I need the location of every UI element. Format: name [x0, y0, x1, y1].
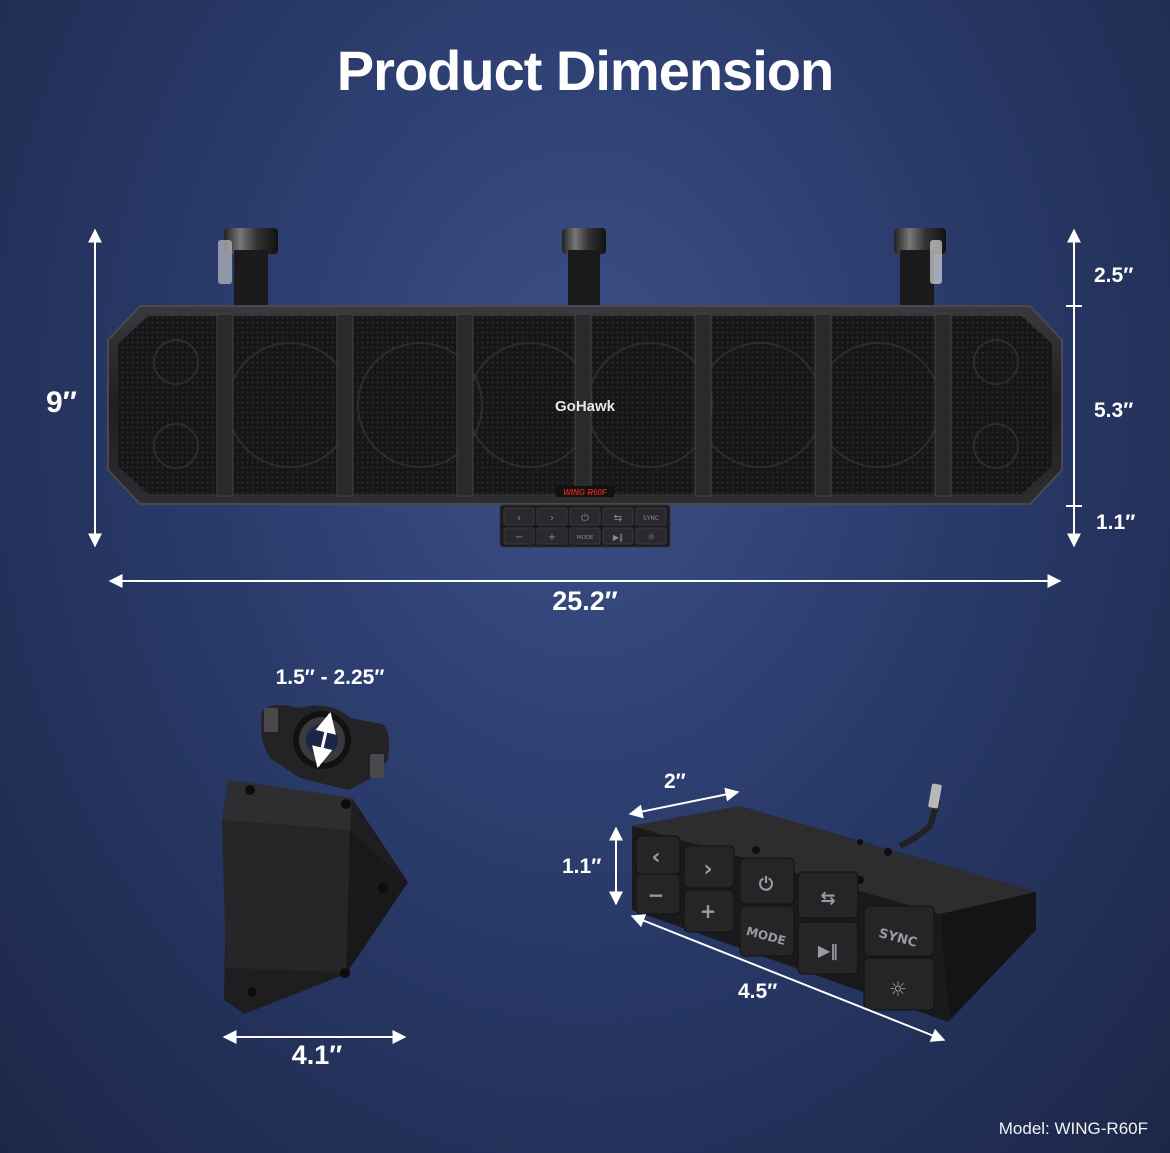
mount-clamp-right: [894, 228, 946, 308]
svg-text:›: ›: [703, 857, 712, 882]
remote-large: ‹› ⏻⇆ −+ ▶‖☼ MODE SYNC: [632, 783, 1036, 1022]
bracket-illustration: [222, 704, 408, 1014]
clamp-diameter-arrow: [312, 711, 336, 769]
svg-text:+: +: [548, 532, 556, 543]
remote-height-label: 1.1″: [562, 855, 602, 878]
bracket-width-label: 4.1″: [291, 1040, 343, 1070]
svg-text:−: −: [515, 532, 523, 543]
svg-text:⏻: ⏻: [581, 513, 589, 524]
svg-text:‹: ‹: [651, 845, 660, 870]
remote-small: ‹ › ⏻ ⇆ SYNC − + MODE ▶‖ ☼: [499, 504, 671, 548]
product-badge-bg: [556, 486, 614, 497]
svg-text:▶‖: ▶‖: [818, 941, 838, 961]
svg-text:▶‖: ▶‖: [613, 533, 623, 542]
remote-depth-line: [628, 787, 740, 819]
brand-logo: GoHawk: [555, 398, 616, 415]
remote-length-label: 4.5″: [738, 980, 778, 1003]
svg-text:⏻: ⏻: [759, 874, 774, 895]
clamp-diameter-label: 1.5″ - 2.25″: [275, 666, 385, 689]
mount-height-label: 2.5″: [1094, 264, 1134, 287]
svg-text:☼: ☼: [647, 533, 655, 543]
page-title: Product Dimension: [336, 39, 834, 102]
soundbar-height-label: 9″: [46, 386, 78, 419]
model-number: Model: WING-R60F: [998, 1119, 1148, 1138]
body-height-label: 5.3″: [1094, 399, 1134, 422]
svg-text:⇆: ⇆: [820, 888, 835, 909]
product-badge: WING R60F: [563, 488, 608, 497]
svg-text:⇆: ⇆: [614, 513, 622, 524]
svg-text:MODE: MODE: [577, 535, 594, 541]
svg-text:SYNC: SYNC: [643, 515, 659, 522]
mount-clamp-left: [218, 228, 278, 308]
remote-clearance-label: 1.1″: [1096, 511, 1136, 534]
svg-text:›: ›: [550, 513, 554, 524]
remote-length-line: [630, 914, 946, 1042]
svg-text:☼: ☼: [889, 977, 907, 1001]
remote-depth-label: 2″: [664, 770, 686, 793]
svg-text:+: +: [700, 899, 717, 923]
soundbar-width-label: 25.2″: [552, 586, 618, 616]
svg-text:‹: ‹: [517, 513, 521, 524]
soundbar: [107, 305, 1063, 505]
mount-clamp-center: [562, 228, 606, 308]
svg-text:−: −: [648, 883, 665, 907]
